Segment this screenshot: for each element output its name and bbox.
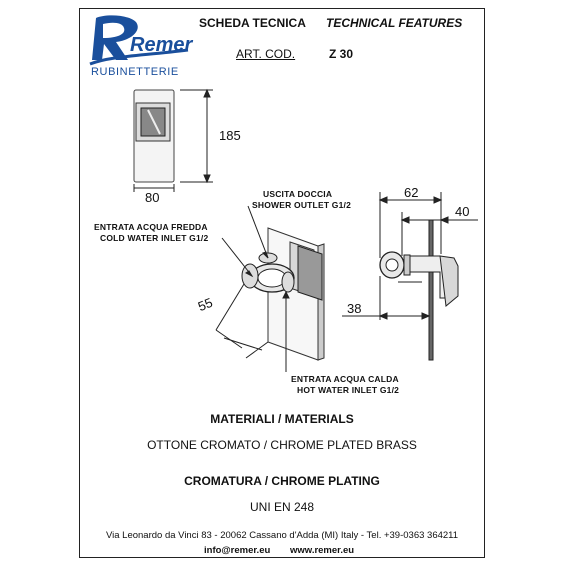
side-view xyxy=(379,219,459,361)
logo-subtitle: RUBINETTERIE xyxy=(91,66,179,78)
footer-email[interactable]: info@remer.eu xyxy=(204,545,271,556)
dim-62: 62 xyxy=(404,185,419,200)
dim-80: 80 xyxy=(145,190,160,205)
article-label: ART. COD. xyxy=(236,47,296,61)
sheet-frame xyxy=(79,8,485,558)
dim-55-line xyxy=(215,283,269,359)
plating-value: UNI EN 248 xyxy=(249,500,315,514)
logo-wordmark: Remer xyxy=(130,34,193,56)
article-code: Z 30 xyxy=(329,47,354,61)
label-cold-inlet-en: COLD WATER INLET G1/2 xyxy=(100,233,209,243)
dim-38-line xyxy=(342,276,431,320)
dim-40: 40 xyxy=(455,204,470,219)
materials-value: OTTONE CROMATO / CHROME PLATED BRASS xyxy=(147,438,417,452)
label-shower-outlet-en: SHOWER OUTLET G1/2 xyxy=(252,200,351,210)
perspective-view xyxy=(241,227,325,361)
label-hot-inlet-en: HOT WATER INLET G1/2 xyxy=(297,385,400,395)
plating-heading: CROMATURA / CHROME PLATING xyxy=(184,474,380,488)
footer-website[interactable]: www.remer.eu xyxy=(290,545,355,556)
dim-185: 185 xyxy=(219,128,241,143)
label-shower-outlet-it: USCITA DOCCIA xyxy=(263,189,333,199)
footer-address: Via Leonardo da Vinci 83 - 20062 Cassano… xyxy=(105,530,459,541)
dim-80-line xyxy=(133,184,175,192)
dim-62-line xyxy=(378,192,443,258)
label-cold-inlet-it: ENTRATA ACQUA FREDDA xyxy=(94,222,208,232)
dim-38: 38 xyxy=(347,301,362,316)
front-view-small xyxy=(133,89,175,183)
dim-185-line xyxy=(180,88,213,184)
materials-heading: MATERIALI / MATERIALS xyxy=(210,412,354,426)
title-italian: SCHEDA TECNICA xyxy=(199,16,306,30)
dim-40-line xyxy=(400,212,478,256)
title-english: TECHNICAL FEATURES xyxy=(326,16,463,30)
label-hot-inlet-it: ENTRATA ACQUA CALDA xyxy=(291,374,399,384)
